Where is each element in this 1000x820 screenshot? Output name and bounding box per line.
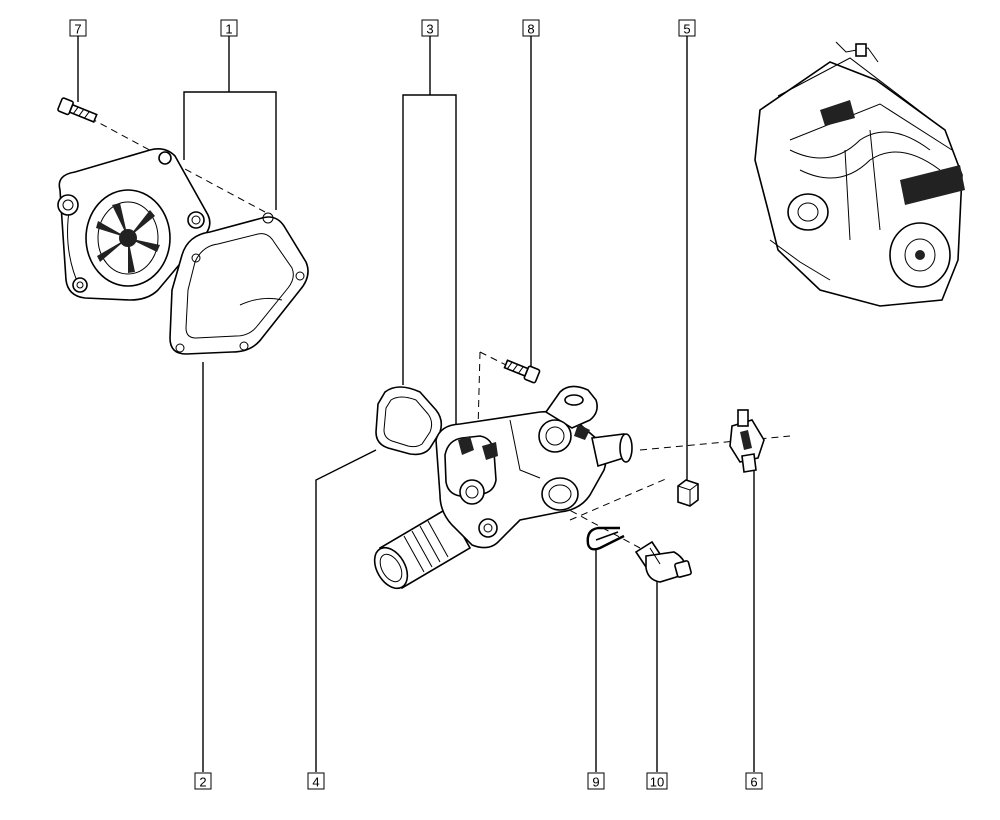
callout-label: 7 xyxy=(74,22,81,37)
callout-box xyxy=(194,772,212,790)
callout-label: 1 xyxy=(225,22,232,37)
callout-box xyxy=(587,772,605,790)
callout-label: 8 xyxy=(527,22,534,37)
callout-4: 4 xyxy=(307,772,325,790)
nut-icon xyxy=(677,479,699,507)
callout-box xyxy=(745,772,763,790)
callout-7: 7 xyxy=(69,19,87,37)
impeller-blades xyxy=(96,203,160,273)
callout-label: 4 xyxy=(312,775,319,790)
callout-8: 8 xyxy=(522,19,540,37)
callout-label: 5 xyxy=(683,22,690,37)
callout-box xyxy=(421,19,439,37)
engine-wiring xyxy=(789,129,941,241)
bolt-icon xyxy=(503,359,541,384)
seal-ring-icon xyxy=(375,386,443,456)
callout-6: 6 xyxy=(745,772,763,790)
bolt-icon xyxy=(57,97,98,123)
callout-3: 3 xyxy=(421,19,439,37)
thermostat-housing-icon xyxy=(373,385,633,590)
callout-label: 3 xyxy=(426,22,433,37)
engine-overview-icon xyxy=(754,41,965,307)
callout-label: 9 xyxy=(592,775,599,790)
water-pump-icon xyxy=(57,148,211,301)
callout-label: 10 xyxy=(650,775,664,790)
callout-box xyxy=(69,19,87,37)
retaining-clip-icon xyxy=(586,526,625,551)
callout-layer: 7 1 3 8 5 2 4 9 10 6 xyxy=(69,19,763,790)
callout-box xyxy=(522,19,540,37)
callout-2: 2 xyxy=(194,772,212,790)
callout-9: 9 xyxy=(587,772,605,790)
callout-box xyxy=(646,772,668,790)
callout-box xyxy=(307,772,325,790)
pipe-ribs xyxy=(403,520,449,573)
callout-5: 5 xyxy=(678,19,696,37)
callout-10: 10 xyxy=(646,772,668,790)
hose-connector-icon xyxy=(729,409,765,473)
gasket-icon xyxy=(169,212,309,355)
callout-label: 2 xyxy=(199,775,206,790)
temperature-sensor-icon xyxy=(634,540,692,583)
callout-1: 1 xyxy=(220,19,238,37)
callout-box xyxy=(678,19,696,37)
callout-label: 6 xyxy=(750,775,757,790)
callout-box xyxy=(220,19,238,37)
leader-lines xyxy=(77,36,755,772)
